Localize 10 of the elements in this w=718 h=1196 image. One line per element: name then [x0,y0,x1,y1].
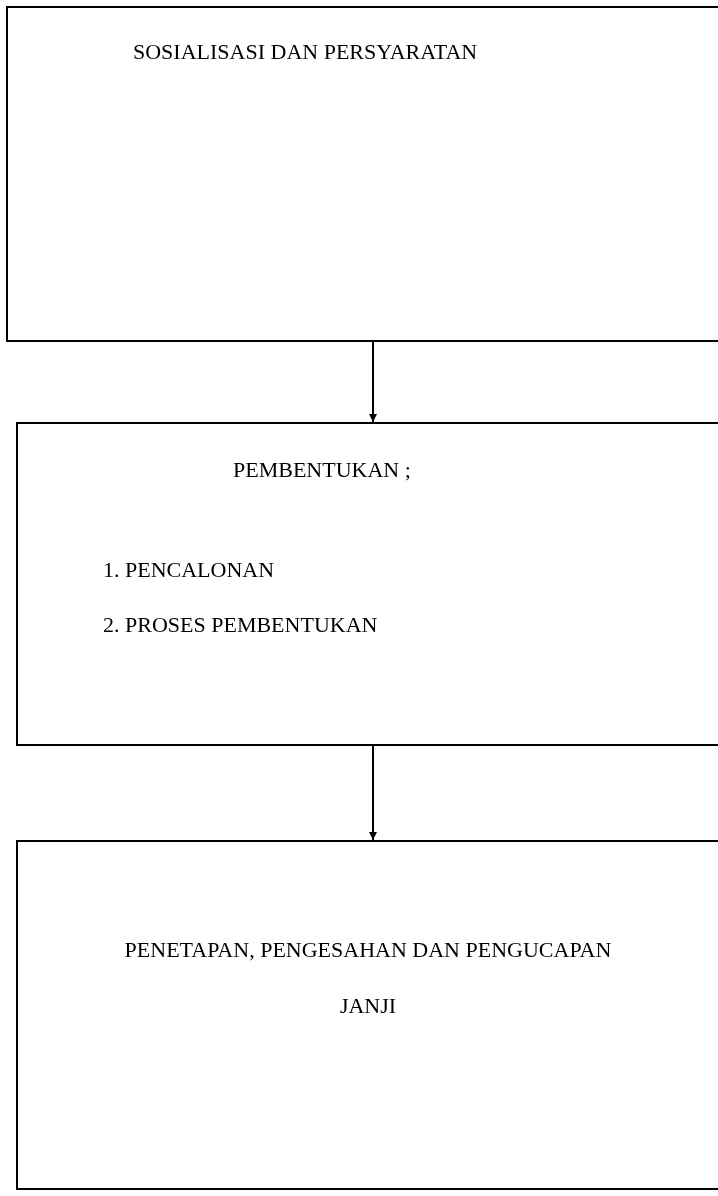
box-heading: PEMBENTUKAN ; [233,456,411,484]
arrow [369,341,377,423]
process-box [6,6,718,342]
process-box [16,422,718,746]
box-heading: SOSIALISASI DAN PERSYARATAN [133,38,478,66]
list-item: 1. PENCALONAN [103,556,275,584]
box-heading: PENETAPAN, PENGESAHAN DAN PENGUCAPAN JANJI [123,936,613,1020]
arrow [369,745,377,841]
list-item: 2. PROSES PEMBENTUKAN [103,611,378,639]
process-box [16,840,718,1190]
